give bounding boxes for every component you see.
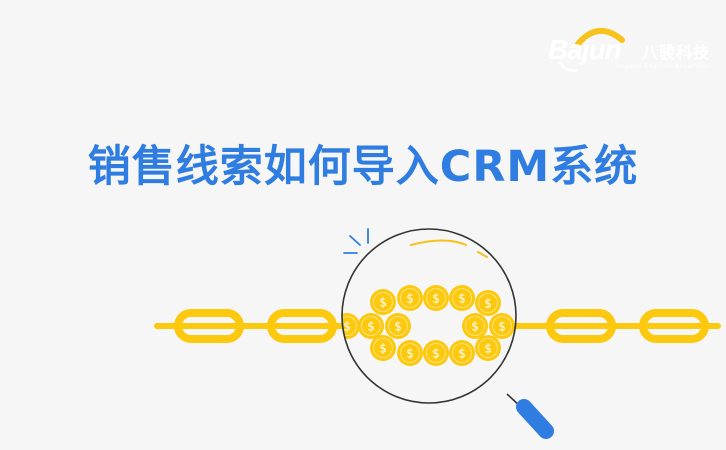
logo-arc-icon — [558, 28, 625, 72]
logo-tagline: Anyone Anytime Anywhere! — [616, 63, 712, 70]
right-chain-icon — [511, 309, 721, 343]
magnifier-icon — [341, 228, 554, 439]
logo-brand: Bajun — [548, 34, 622, 65]
page-title: 销售线索如何导入CRM系统 — [87, 142, 639, 192]
left-chain-icon — [154, 309, 349, 343]
company-logo: Bajun 八骏科技 Anyone Anytime Anywhere! — [538, 22, 718, 72]
sparkle-icon — [343, 228, 369, 254]
coin-chain-link-icon — [342, 284, 516, 367]
logo-brand-cn: 八骏科技 — [642, 43, 711, 62]
